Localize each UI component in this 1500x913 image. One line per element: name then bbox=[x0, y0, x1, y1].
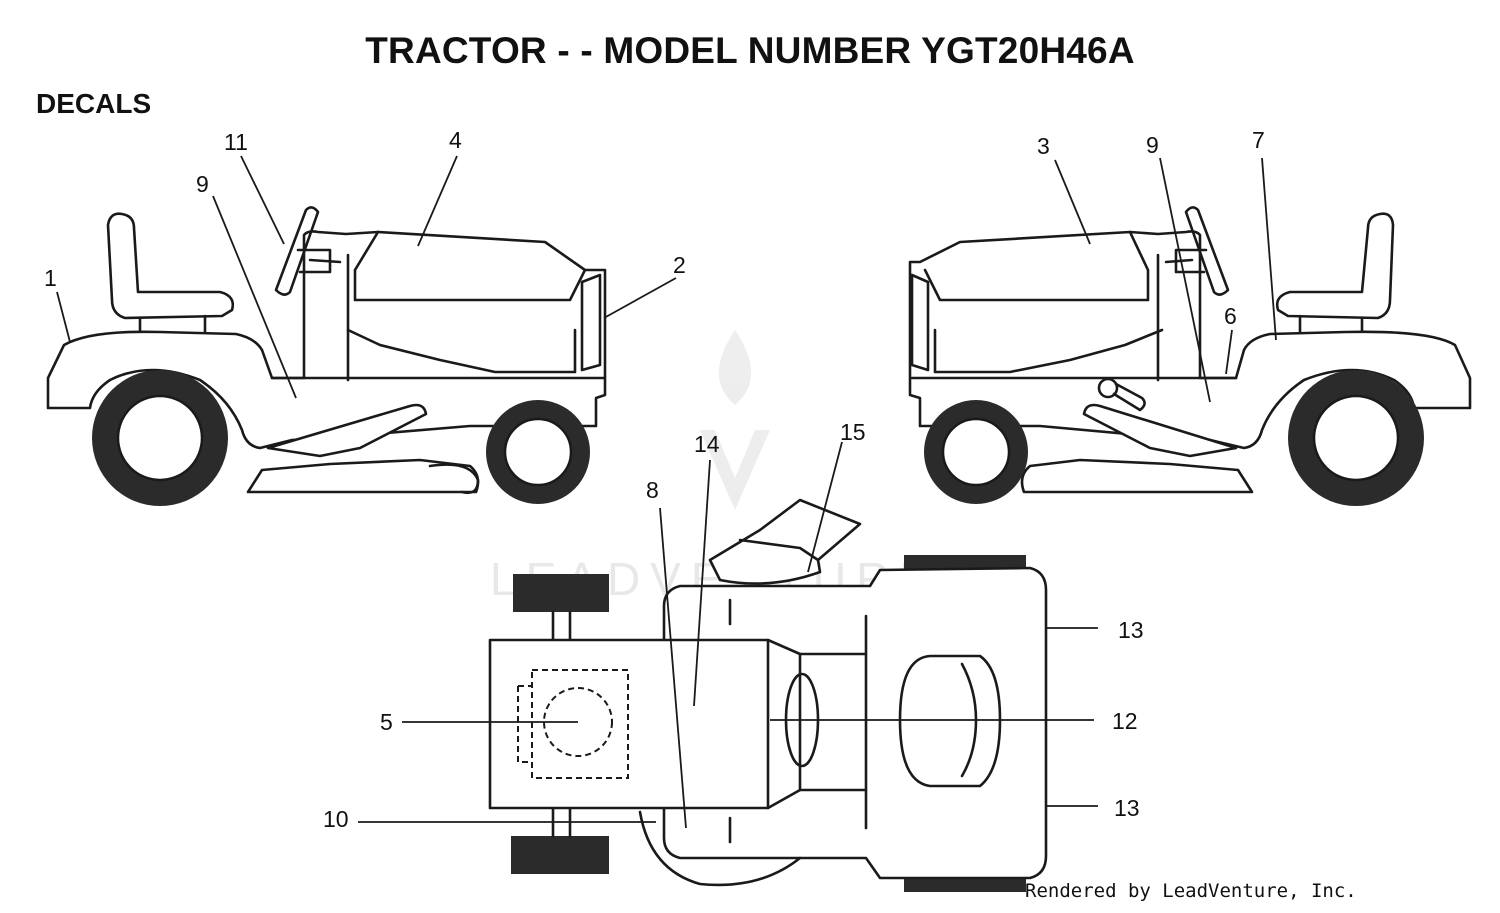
callout-3: 3 bbox=[1037, 133, 1050, 159]
callout-1: 1 bbox=[44, 265, 57, 291]
callout-11: 11 bbox=[224, 129, 248, 155]
callout-12: 12 bbox=[1112, 708, 1138, 734]
callout-7: 7 bbox=[1252, 127, 1265, 153]
rear-wheel-right-view bbox=[1288, 370, 1424, 506]
callout-14: 14 bbox=[694, 431, 720, 457]
rear-wheel-left-view bbox=[92, 370, 228, 506]
callout-2: 2 bbox=[673, 252, 686, 278]
callout-4: 4 bbox=[449, 127, 462, 153]
tractor-top-view bbox=[358, 441, 1098, 892]
callout-6: 6 bbox=[1224, 303, 1237, 329]
diagram-title: TRACTOR - - MODEL NUMBER YGT20H46A bbox=[365, 30, 1135, 71]
front-wheel-left-view bbox=[486, 400, 590, 504]
callout-9-right: 9 bbox=[1146, 132, 1159, 158]
callout-13-top: 13 bbox=[1118, 617, 1144, 643]
callout-9-left: 9 bbox=[196, 171, 209, 197]
front-tire-bottom bbox=[511, 836, 609, 874]
callout-5: 5 bbox=[380, 709, 393, 735]
section-heading: DECALS bbox=[36, 88, 152, 119]
callout-8: 8 bbox=[646, 477, 659, 503]
front-tire-top bbox=[513, 574, 609, 612]
render-credit: Rendered by LeadVenture, Inc. bbox=[1025, 880, 1357, 902]
callout-15: 15 bbox=[840, 419, 866, 445]
callout-13-bottom: 13 bbox=[1114, 795, 1140, 821]
tractor-left-side-view bbox=[46, 155, 677, 506]
rear-tire-bottom bbox=[904, 876, 1026, 892]
front-wheel-right-view bbox=[924, 400, 1028, 504]
tractor-right-side-view bbox=[908, 157, 1472, 506]
callout-10: 10 bbox=[323, 806, 349, 832]
rear-tire-top bbox=[904, 555, 1026, 571]
